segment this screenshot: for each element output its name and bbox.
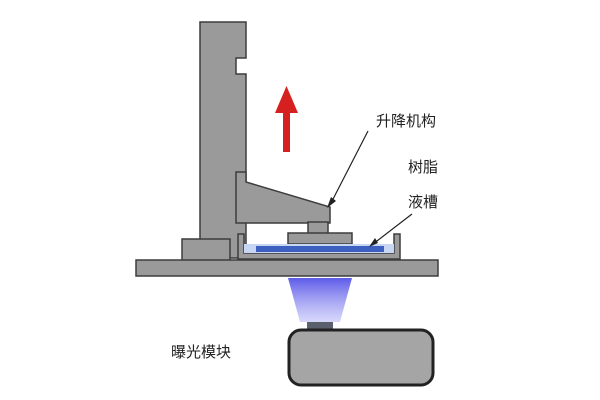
- label-resin: 树脂: [408, 158, 438, 176]
- emitter-lens: [307, 322, 333, 330]
- base-plate: [135, 259, 439, 277]
- leader-line-lift: [327, 130, 369, 208]
- exposure-module: [287, 328, 435, 387]
- platform-connector: [307, 221, 329, 235]
- column-foot: [181, 238, 231, 262]
- resin-layer: [256, 246, 384, 252]
- leader-line-tank: [369, 213, 413, 247]
- label-lift-mechanism: 升降机构: [376, 112, 436, 130]
- label-tank: 液槽: [408, 193, 438, 211]
- resin-tank: [237, 233, 401, 260]
- arrow-up-icon: [275, 86, 298, 152]
- label-exposure-module: 曝光模块: [171, 343, 231, 361]
- build-platform: [287, 232, 353, 245]
- lift-arm: [235, 171, 331, 224]
- light-beam: [288, 278, 352, 322]
